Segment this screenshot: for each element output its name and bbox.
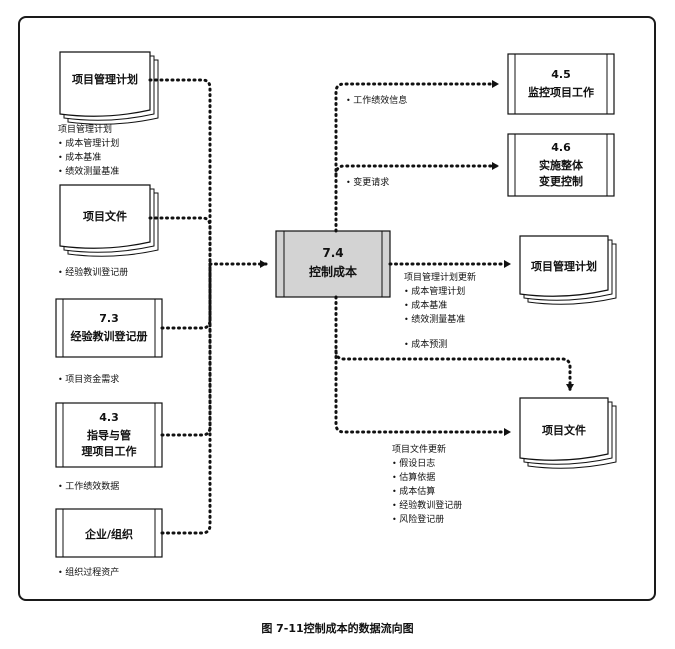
output-docs-note-item: 假设日志: [399, 459, 436, 469]
figure-caption: 图 7-11控制成本的数据流向图: [261, 622, 414, 635]
input-org-box: [55, 508, 163, 558]
connector-org: [160, 262, 212, 535]
connector-to-docs: [334, 349, 512, 436]
input-lessons-box: [55, 298, 163, 358]
output-monitor-box: [507, 53, 615, 115]
input-plan-title: 项目管理计划: [72, 73, 138, 86]
input-org-title: 企业/组织: [84, 528, 134, 541]
output-monitor-title: 监控项目工作: [528, 86, 594, 99]
connector-plan: [148, 78, 212, 266]
output-plan-document: [519, 235, 617, 305]
output-plan-note-title: 项目管理计划更新: [404, 273, 477, 283]
output-plan-note-item: 绩效测量基准: [411, 315, 466, 325]
output-forecast-note: 成本预测: [411, 340, 448, 350]
input-plan-document: [59, 51, 159, 125]
output-docs-title: 项目文件: [542, 424, 586, 437]
input-plan-note: 项目管理计划 • 成本管理计划 • 成本基准 • 绩效测量基准: [58, 125, 120, 177]
input-plan-note-title: 项目管理计划: [58, 125, 113, 135]
input-lessons-title: 经验教训登记册: [70, 330, 148, 343]
connector-lessons: [160, 262, 212, 330]
output-docs-document: [519, 397, 617, 469]
output-docs-note-item: 经验教训登记册: [399, 501, 463, 511]
connector-to-change: [334, 162, 500, 177]
connector-to-monitor: [334, 80, 500, 233]
connector-direct: [160, 262, 212, 437]
input-direct-title-line1: 指导与管: [87, 429, 131, 442]
input-lessons-number: 7.3: [99, 312, 119, 325]
output-change-title-line1: 实施整体: [539, 159, 583, 172]
input-lessons-note-item: 项目资金需求: [65, 375, 120, 385]
input-docs-title: 项目文件: [83, 210, 127, 223]
output-plan-note-item: 成本基准: [411, 301, 448, 311]
output-change-box: [507, 133, 615, 197]
output-plan-title: 项目管理计划: [531, 260, 597, 273]
output-change-title-line2: 变更控制: [539, 175, 583, 188]
output-docs-note-title: 项目文件更新: [392, 445, 447, 455]
output-change-note: 变更请求: [353, 178, 390, 188]
output-monitor-note: 工作绩效信息: [353, 96, 408, 106]
input-direct-note: • 工作绩效数据: [58, 482, 120, 492]
input-lessons-note: • 项目资金需求: [58, 375, 120, 385]
input-direct-number: 4.3: [99, 411, 119, 424]
output-plan-note-item: 成本管理计划: [411, 287, 466, 297]
connector-docs: [148, 216, 212, 266]
input-direct-box: [55, 402, 163, 468]
input-docs-note: • 经验教训登记册: [58, 268, 129, 278]
input-plan-note-item: 成本管理计划: [65, 139, 120, 149]
center-process-number: 7.4: [322, 246, 344, 260]
input-plan-note-item: 成本基准: [65, 153, 102, 163]
input-org-note: • 组织过程资产: [58, 568, 120, 578]
center-process-name: 控制成本: [308, 265, 357, 279]
output-plan-note: 项目管理计划更新 • 成本管理计划 • 成本基准 • 绩效测量基准: [404, 273, 477, 325]
output-monitor-number: 4.5: [551, 68, 571, 81]
connectors: [148, 78, 574, 535]
output-docs-note-item: 估算依据: [399, 473, 436, 483]
input-direct-title-line2: 理项目工作: [81, 445, 137, 458]
input-direct-note-item: 工作绩效数据: [65, 482, 120, 492]
input-docs-document: [59, 184, 159, 257]
output-docs-note-item: 成本估算: [399, 487, 436, 497]
output-docs-note: 项目文件更新 • 假设日志 • 估算依据 • 成本估算 • 经验教训登记册 • …: [392, 445, 463, 525]
input-plan-note-item: 绩效测量基准: [65, 167, 120, 177]
output-change-number: 4.6: [551, 141, 571, 154]
input-org-note-item: 组织过程资产: [65, 568, 120, 578]
connector-forecast: [334, 295, 574, 392]
output-docs-note-item: 风险登记册: [399, 515, 445, 525]
center-process-box: [275, 230, 391, 298]
input-docs-note-item: 经验教训登记册: [65, 268, 129, 278]
